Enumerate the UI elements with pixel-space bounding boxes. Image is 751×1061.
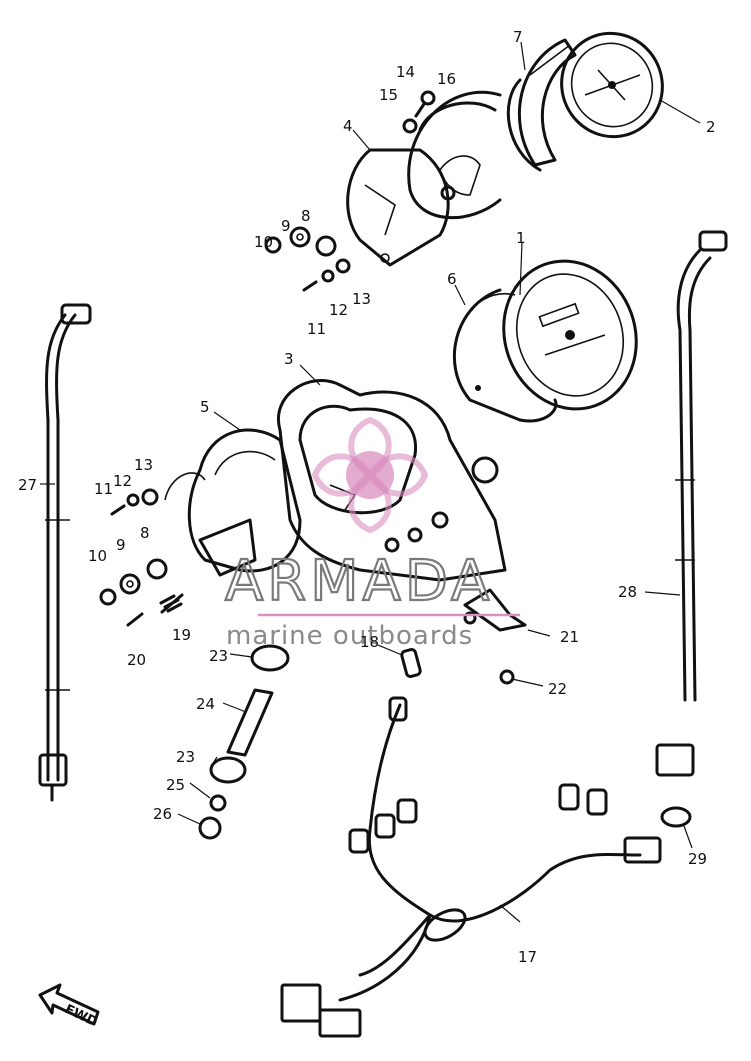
callout-16: 16 xyxy=(437,70,456,88)
watermark-brand: ARMADA xyxy=(225,549,493,614)
lower-bolt-11 xyxy=(110,504,126,516)
callout-14: 14 xyxy=(396,63,415,81)
wire-harness xyxy=(280,696,662,1038)
callout-3: 3 xyxy=(284,350,294,368)
callout-12-upper: 12 xyxy=(329,301,348,319)
callout-8-lower: 8 xyxy=(140,524,150,542)
callout-21: 21 xyxy=(560,628,579,646)
callout-23-upper: 23 xyxy=(209,647,228,665)
callout-17: 17 xyxy=(518,948,537,966)
speedometer-cable xyxy=(38,303,92,802)
callout-11-lower: 11 xyxy=(94,480,113,498)
upper-mounting-hardware xyxy=(264,226,351,292)
callout-1: 1 xyxy=(516,229,526,247)
lower-nut-13 xyxy=(141,488,159,506)
speedometer-gauge xyxy=(502,259,638,411)
tachometer-case xyxy=(506,38,577,172)
bracket-stay xyxy=(463,588,527,632)
callout-12-lower: 12 xyxy=(113,472,132,490)
lower-nut-10 xyxy=(99,588,117,606)
lower-mounting-hardware xyxy=(99,488,184,627)
upper-washer-9 xyxy=(289,226,311,248)
callout-28: 28 xyxy=(618,583,637,601)
tachometer-cover xyxy=(407,90,502,220)
callout-10-upper: 10 xyxy=(254,233,273,251)
callout-9-upper: 9 xyxy=(281,217,291,235)
collar-24 xyxy=(226,688,274,757)
callout-labels: 1 2 3 4 5 6 7 8 8 9 9 10 10 11 11 12 12 … xyxy=(18,28,716,966)
callout-19: 19 xyxy=(172,626,191,644)
tachometer-screw xyxy=(414,90,436,118)
lower-grommet-8 xyxy=(146,558,168,580)
forward-direction-marker: FWD xyxy=(38,983,100,1030)
callout-2: 2 xyxy=(706,118,716,136)
callout-15: 15 xyxy=(379,86,398,104)
callout-13-upper: 13 xyxy=(352,290,371,308)
nut-26 xyxy=(198,816,222,840)
watermark: ARMADA marine outboards xyxy=(224,416,520,651)
tachometer-assembly xyxy=(346,31,664,267)
watermark-tagline: marine outboards xyxy=(226,621,473,651)
callout-18: 18 xyxy=(360,633,379,651)
callout-22: 22 xyxy=(548,680,567,698)
callout-26: 26 xyxy=(153,805,172,823)
callout-11-upper: 11 xyxy=(307,320,326,338)
callout-27: 27 xyxy=(18,476,37,494)
callout-25: 25 xyxy=(166,776,185,794)
callout-6: 6 xyxy=(447,270,457,288)
lower-grommet-23 xyxy=(209,756,247,784)
callout-24: 24 xyxy=(196,695,215,713)
upper-nut-10 xyxy=(264,236,282,254)
callout-20: 20 xyxy=(127,651,146,669)
tachometer-washer xyxy=(402,118,418,134)
meter-housing xyxy=(164,428,302,577)
lower-washer-9 xyxy=(119,573,141,595)
fwd-label: FWD xyxy=(62,1002,99,1030)
leader-lines xyxy=(40,41,701,923)
upper-washer-12 xyxy=(321,269,335,283)
upper-nut-13 xyxy=(335,258,351,274)
spring-19 xyxy=(159,593,184,614)
upper-grommet-23 xyxy=(250,644,290,672)
callout-7: 7 xyxy=(513,28,523,46)
speedometer-case xyxy=(453,288,558,423)
callout-23-lower: 23 xyxy=(176,748,195,766)
callout-8-upper: 8 xyxy=(301,207,311,225)
tachometer-housing xyxy=(346,148,450,267)
cable-guide-assembly xyxy=(198,644,290,840)
callout-13-lower: 13 xyxy=(134,456,153,474)
tachometer-gauge xyxy=(560,31,664,139)
upper-bolt-11 xyxy=(302,280,318,292)
callout-9-lower: 9 xyxy=(116,536,126,554)
indicator-bulb xyxy=(400,648,422,678)
watermark-logo xyxy=(311,416,429,534)
screw-20 xyxy=(126,612,144,627)
callout-4: 4 xyxy=(343,117,353,135)
callout-29: 29 xyxy=(688,850,707,868)
o-ring-29 xyxy=(660,806,692,828)
upper-grommet-8 xyxy=(315,235,337,257)
speedometer-assembly xyxy=(453,259,638,423)
tachometer-cable xyxy=(655,230,728,777)
callout-5: 5 xyxy=(200,398,210,416)
lower-washer-12 xyxy=(126,493,140,507)
washer-25 xyxy=(209,794,227,812)
callout-10-lower: 10 xyxy=(88,547,107,565)
screw-22 xyxy=(499,669,515,685)
